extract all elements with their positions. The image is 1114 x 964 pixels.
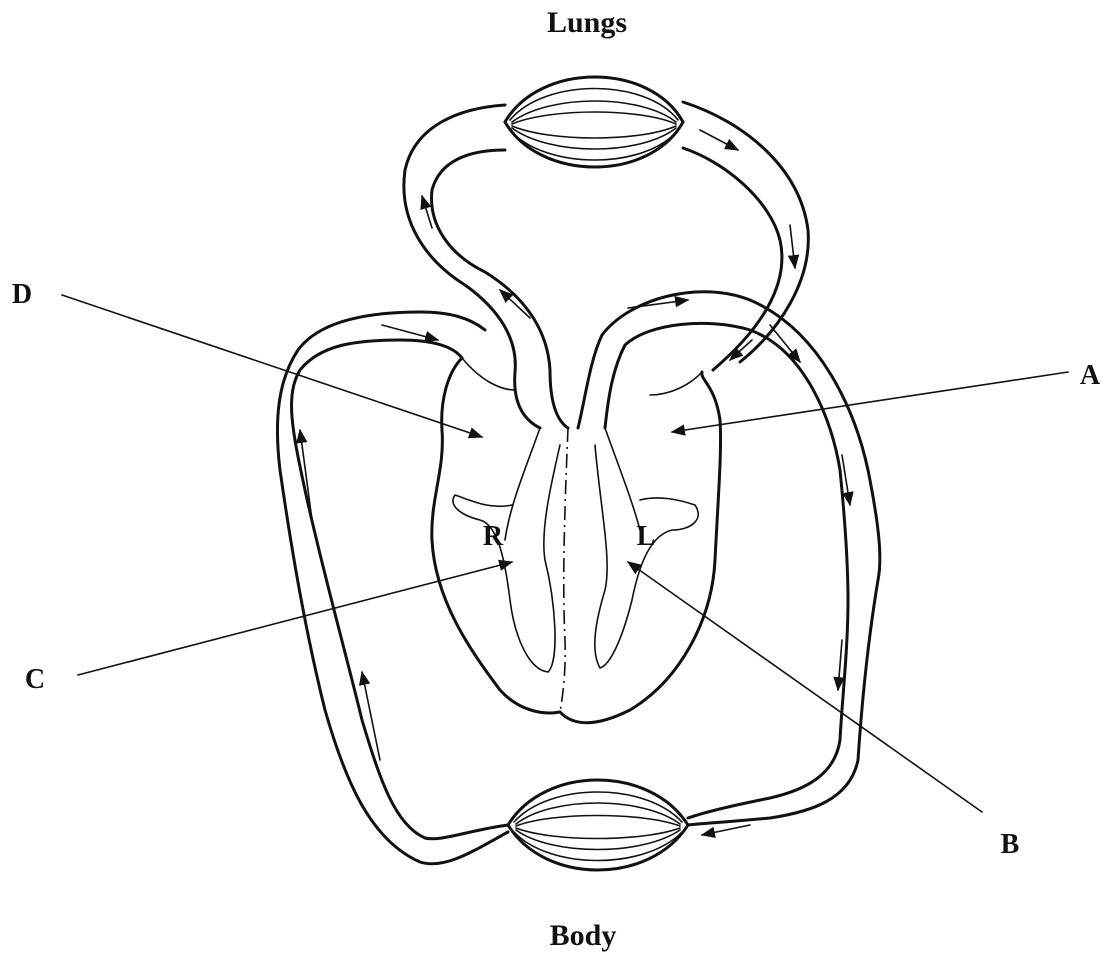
pointer-label-c: C [25,664,45,695]
vena-cava [277,312,508,864]
flow-arrow-into-right-atrium [382,325,438,340]
pointer-lines [62,295,1068,812]
flow-arrow-pulmonary-vein [790,225,795,268]
pointer-line-b [628,562,982,812]
left-ventricle-wall [595,445,698,668]
body-label: Body [550,919,617,952]
flow-arrow-from-lungs [700,130,738,150]
pointer-label-a: A [1080,360,1101,391]
right-valve-flap [505,428,540,540]
heart-outline [432,358,721,723]
flow-arrow-aortic-arch [628,300,688,308]
pointer-line-c [78,562,512,675]
right-atrium-wall [462,358,515,390]
lungs-label: Lungs [547,6,627,39]
septum [560,428,568,712]
right-ventricle-wall [453,445,560,672]
heart [432,358,721,723]
left-valve-flap [605,428,640,530]
pointer-line-d [62,295,482,437]
flow-arrow-to-body [702,825,750,835]
flow-arrows [300,130,850,835]
pointer-label-d: D [12,279,32,310]
lung-capillary-bed [505,77,683,167]
aorta [578,292,880,825]
left-side-label: L [637,521,656,552]
left-atrium-wall [650,372,702,395]
flow-arrow-aorta-3 [838,640,842,690]
pointer-label-b: B [1001,829,1020,860]
body-capillary-bed [508,780,688,870]
pointer-line-a [672,372,1068,432]
right-side-label: R [483,521,504,552]
